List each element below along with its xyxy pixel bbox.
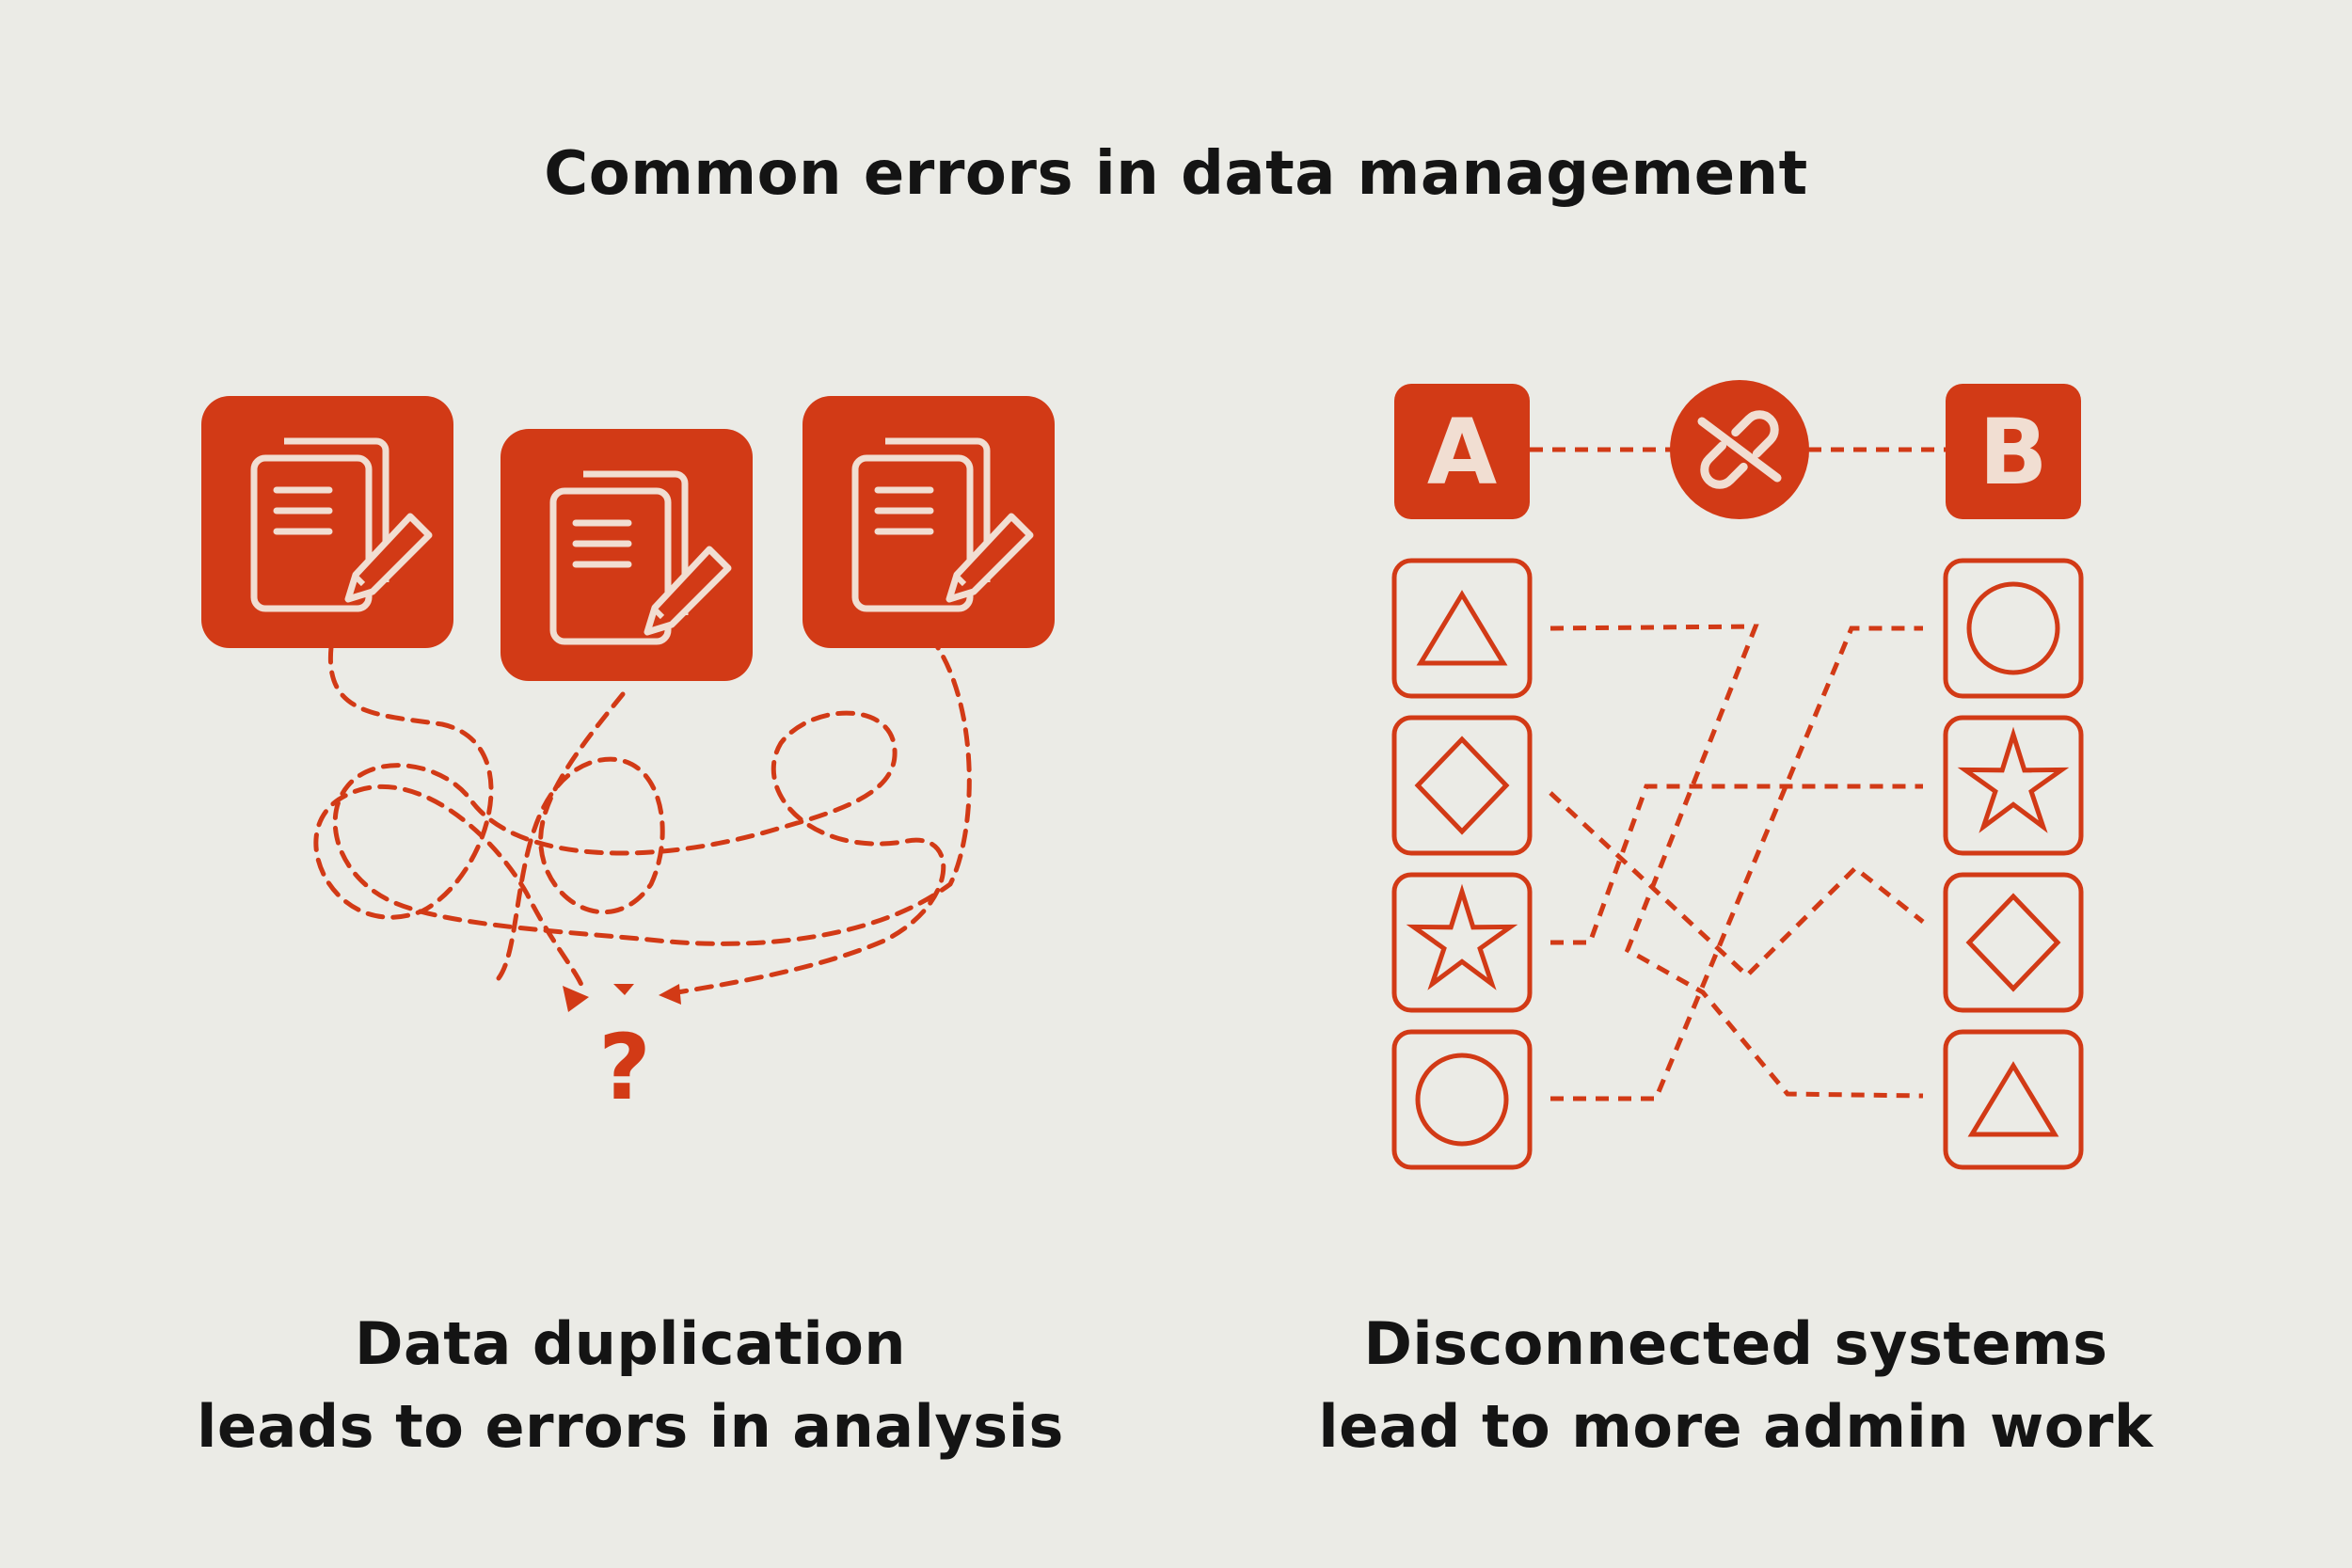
system-a-tile: A	[1394, 384, 1530, 519]
right-caption-line2: lead to more admin work	[1318, 1392, 2153, 1461]
system-b-item-1	[1943, 558, 2084, 699]
circle-icon	[1415, 1053, 1509, 1147]
connection-lines	[1549, 624, 1925, 1101]
page-title: Common errors in data management	[544, 139, 1808, 209]
left-caption-line2: leads to errors in analysis	[197, 1392, 1064, 1461]
system-a-item-2	[1391, 715, 1533, 856]
system-a-label: A	[1427, 400, 1497, 505]
right-caption-line1: Disconnected systems	[1363, 1309, 2108, 1378]
document-tile-3	[803, 396, 1055, 648]
star-icon	[1406, 883, 1518, 990]
system-b-label: B	[1979, 400, 2047, 505]
right-caption: Disconnected systems lead to more admin w…	[1171, 1303, 2300, 1468]
system-b-item-2	[1943, 715, 2084, 856]
arrowhead-icon	[659, 984, 681, 1005]
system-b-tile: B	[1946, 384, 2081, 519]
system-b-item-3	[1943, 872, 2084, 1013]
document-tile-2	[501, 429, 753, 681]
triangle-icon	[1416, 590, 1508, 666]
system-a-item-3	[1391, 872, 1533, 1013]
diamond-icon	[1965, 893, 2061, 992]
system-a-item-4	[1391, 1029, 1533, 1170]
triangle-icon	[1967, 1061, 2059, 1137]
star-icon	[1957, 726, 2070, 833]
duplication-paths	[313, 633, 972, 995]
broken-link-icon	[1670, 380, 1809, 519]
system-a-item-1	[1391, 558, 1533, 699]
question-mark: ?	[598, 1015, 651, 1120]
document-tile-1	[201, 396, 453, 648]
left-caption: Data duplication leads to errors in analy…	[66, 1303, 1195, 1468]
system-b-item-4	[1943, 1029, 2084, 1170]
arrowhead-icon	[563, 986, 589, 1012]
arrowhead-icon	[613, 984, 634, 995]
circle-icon	[1966, 581, 2060, 675]
diamond-icon	[1414, 736, 1510, 835]
left-caption-line1: Data duplication	[355, 1309, 906, 1378]
